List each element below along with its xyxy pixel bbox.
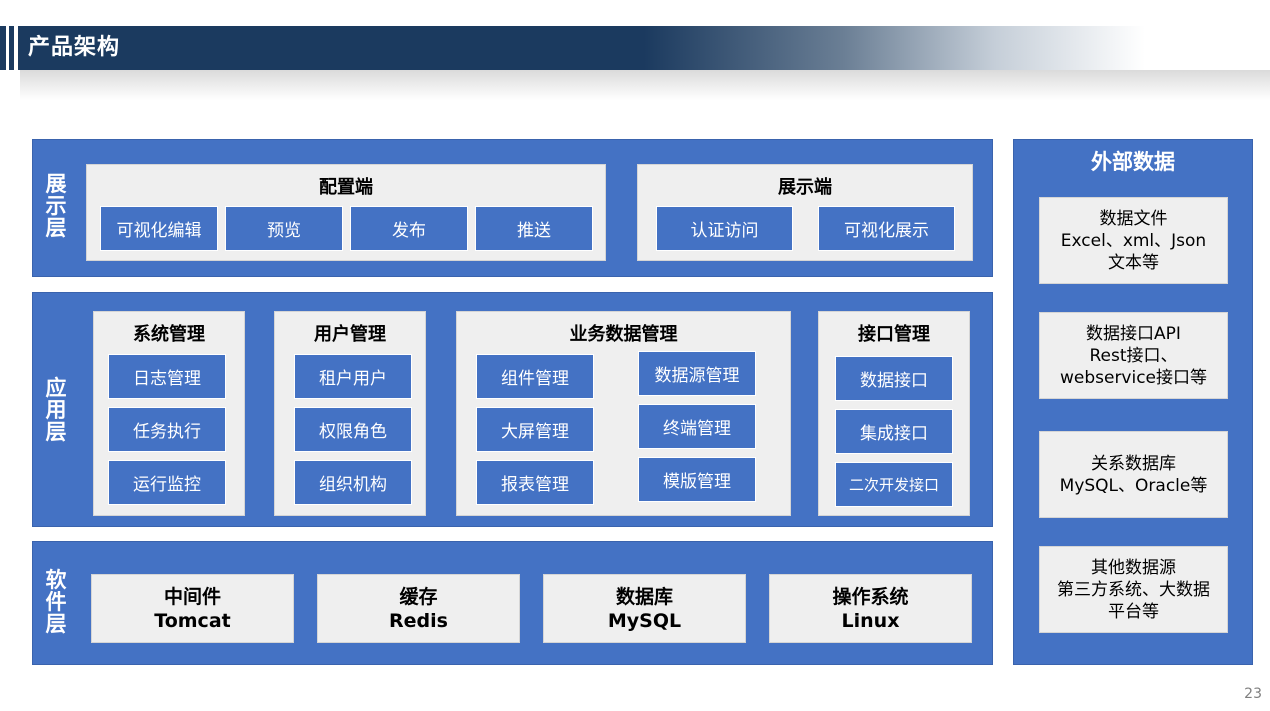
external-data-column: 外部数据 数据文件 Excel、xml、Json 文本等 数据接口API Res… bbox=[1013, 139, 1253, 665]
software-item: 数据库 MySQL bbox=[543, 574, 746, 643]
business-item: 大屏管理 bbox=[476, 407, 594, 452]
software-item-name: 数据库 bbox=[615, 585, 673, 608]
external-card: 关系数据库 MySQL、Oracle等 bbox=[1039, 431, 1228, 518]
user-item: 租户用户 bbox=[294, 354, 412, 399]
external-card-line: 文本等 bbox=[1108, 252, 1159, 273]
system-item: 日志管理 bbox=[108, 354, 226, 399]
display-layer-label: 展示层 bbox=[45, 172, 67, 240]
user-item: 权限角色 bbox=[294, 407, 412, 452]
config-panel-title: 配置端 bbox=[319, 177, 373, 198]
business-item: 模版管理 bbox=[638, 457, 756, 502]
show-item: 认证访问 bbox=[656, 206, 793, 251]
api-panel-title: 接口管理 bbox=[858, 324, 930, 345]
external-card: 其他数据源 第三方系统、大数据 平台等 bbox=[1039, 546, 1228, 633]
system-panel-title: 系统管理 bbox=[133, 324, 205, 345]
external-card-line: MySQL、Oracle等 bbox=[1059, 475, 1208, 496]
header-accent-bar bbox=[0, 26, 6, 70]
software-layer-label: 软件层 bbox=[45, 568, 67, 636]
external-data-title: 外部数据 bbox=[1091, 150, 1175, 174]
page-title: 产品架构 bbox=[28, 35, 121, 60]
software-item-value: MySQL bbox=[607, 609, 682, 632]
software-item: 缓存 Redis bbox=[317, 574, 520, 643]
software-item-name: 缓存 bbox=[399, 585, 438, 608]
user-item: 组织机构 bbox=[294, 460, 412, 505]
user-panel: 用户管理 租户用户 权限角色 组织机构 bbox=[274, 311, 426, 516]
config-item: 可视化编辑 bbox=[100, 206, 218, 251]
external-card-line: 其他数据源 bbox=[1091, 557, 1176, 578]
page-number: 23 bbox=[1244, 686, 1262, 702]
display-layer: 展示层 配置端 可视化编辑 预览 发布 推送 展示端 认证访问 可视化展示 bbox=[32, 139, 993, 277]
application-layer: 应用层 系统管理 日志管理 任务执行 运行监控 用户管理 租户用户 权限角色 组… bbox=[32, 292, 993, 527]
show-panel-title: 展示端 bbox=[778, 177, 832, 198]
business-item: 报表管理 bbox=[476, 460, 594, 505]
business-panel: 业务数据管理 组件管理 大屏管理 报表管理 数据源管理 终端管理 模版管理 bbox=[456, 311, 791, 516]
external-card-line: 平台等 bbox=[1108, 601, 1159, 622]
external-card-line: 数据文件 bbox=[1099, 208, 1168, 229]
external-card-line: 数据接口API bbox=[1086, 323, 1181, 344]
system-item: 任务执行 bbox=[108, 407, 226, 452]
api-item: 集成接口 bbox=[835, 409, 953, 454]
software-item-name: 操作系统 bbox=[832, 585, 909, 608]
software-item-value: Linux bbox=[841, 609, 900, 632]
software-layer: 软件层 中间件 Tomcat 缓存 Redis 数据库 MySQL 操作系统 L… bbox=[32, 541, 993, 665]
api-panel: 接口管理 数据接口 集成接口 二次开发接口 bbox=[818, 311, 970, 516]
header-shadow bbox=[20, 70, 1270, 100]
external-card-line: Rest接口、 bbox=[1089, 345, 1178, 366]
external-card-line: 关系数据库 bbox=[1091, 453, 1176, 474]
system-panel: 系统管理 日志管理 任务执行 运行监控 bbox=[93, 311, 245, 516]
external-card: 数据接口API Rest接口、 webservice接口等 bbox=[1039, 312, 1228, 399]
config-item: 发布 bbox=[350, 206, 468, 251]
show-panel: 展示端 认证访问 可视化展示 bbox=[637, 164, 973, 261]
external-card: 数据文件 Excel、xml、Json 文本等 bbox=[1039, 197, 1228, 284]
system-item: 运行监控 bbox=[108, 460, 226, 505]
business-item: 终端管理 bbox=[638, 404, 756, 449]
application-layer-label: 应用层 bbox=[45, 376, 67, 444]
business-item: 组件管理 bbox=[476, 354, 594, 399]
user-panel-title: 用户管理 bbox=[314, 324, 386, 345]
api-item: 数据接口 bbox=[835, 356, 953, 401]
software-item: 中间件 Tomcat bbox=[91, 574, 294, 643]
software-item: 操作系统 Linux bbox=[769, 574, 972, 643]
software-item-value: Redis bbox=[389, 609, 448, 632]
external-card-line: 第三方系统、大数据 bbox=[1057, 579, 1210, 600]
config-item: 预览 bbox=[225, 206, 343, 251]
config-item: 推送 bbox=[475, 206, 593, 251]
business-panel-title: 业务数据管理 bbox=[569, 324, 678, 345]
config-panel: 配置端 可视化编辑 预览 发布 推送 bbox=[86, 164, 606, 261]
software-item-value: Tomcat bbox=[154, 609, 231, 632]
show-item: 可视化展示 bbox=[818, 206, 955, 251]
api-item: 二次开发接口 bbox=[835, 462, 953, 507]
external-card-line: Excel、xml、Json bbox=[1060, 230, 1207, 251]
business-item: 数据源管理 bbox=[638, 351, 756, 396]
external-card-line: webservice接口等 bbox=[1059, 367, 1208, 388]
software-item-name: 中间件 bbox=[163, 585, 221, 608]
header-bar bbox=[18, 26, 1270, 70]
header-accent-bar bbox=[9, 26, 14, 70]
